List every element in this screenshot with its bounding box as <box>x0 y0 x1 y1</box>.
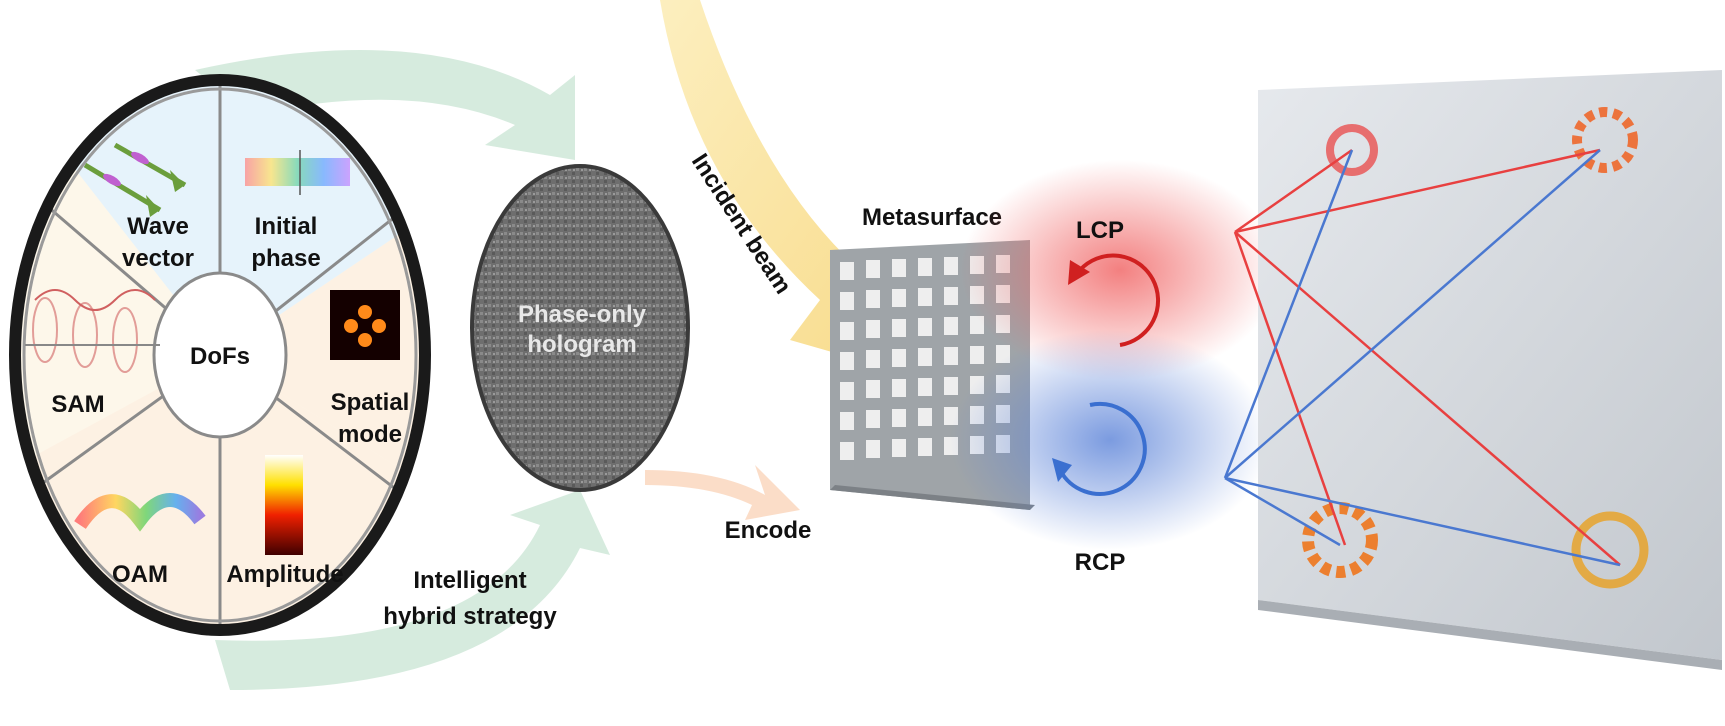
wheel-rim <box>9 74 431 636</box>
oam-icon <box>74 493 206 532</box>
label-hologram-1: Phase-only <box>518 301 647 328</box>
spot-bottom-right <box>1571 511 1649 589</box>
label-initial-phase-2: phase <box>251 245 320 272</box>
label-wave-vector-1: Wave <box>127 213 189 240</box>
lcp-rotation-arrow <box>1078 253 1160 347</box>
lower-green-arrow <box>215 490 610 690</box>
label-encode: Encode <box>725 517 812 544</box>
rcp-arrowhead <box>1052 458 1072 482</box>
label-spatial-mode-1: Spatial <box>331 389 410 416</box>
label-oam: OAM <box>112 561 168 588</box>
label-amplitude: Amplitude <box>226 561 343 588</box>
spot-bottom-left <box>1302 502 1378 578</box>
spatial-mode-icon <box>330 290 400 360</box>
label-initial-phase-1: Initial <box>255 213 318 240</box>
upper-green-arrow <box>195 50 575 160</box>
label-hologram-2: hologram <box>527 331 636 358</box>
projection-screen <box>1223 70 1722 670</box>
dofs-wheel: DoFs Wave vector Initial phase Spatial m… <box>9 74 431 636</box>
label-lcp: LCP <box>1076 217 1124 244</box>
label-strategy-2: hybrid strategy <box>383 603 557 630</box>
encode-arrow <box>645 465 800 520</box>
label-rcp: RCP <box>1075 549 1126 576</box>
lcp-arrowhead <box>1068 260 1090 285</box>
phase-only-hologram: Phase-only hologram <box>470 164 690 492</box>
wave-vector-icon <box>83 142 187 217</box>
amplitude-colorbar-icon <box>265 455 303 555</box>
label-wave-vector-2: vector <box>122 245 194 272</box>
initial-phase-icon <box>245 150 350 195</box>
spot-top-left <box>1326 124 1378 176</box>
wheel-rim-inner <box>22 87 418 623</box>
label-strategy-1: Intelligent <box>413 567 526 594</box>
rcp-beam-glow <box>950 330 1270 550</box>
rcp-rays <box>1223 149 1621 567</box>
segment-sam <box>20 200 220 480</box>
label-dofs: DoFs <box>190 343 250 370</box>
spot-top-right <box>1572 107 1638 173</box>
label-spatial-mode-2: mode <box>338 421 402 448</box>
label-sam: SAM <box>51 391 104 418</box>
lcp-beam-glow <box>960 160 1280 380</box>
rcp-rotation-arrow <box>1058 401 1147 496</box>
dofs-center-circle <box>152 271 288 439</box>
sam-icon <box>25 289 160 373</box>
